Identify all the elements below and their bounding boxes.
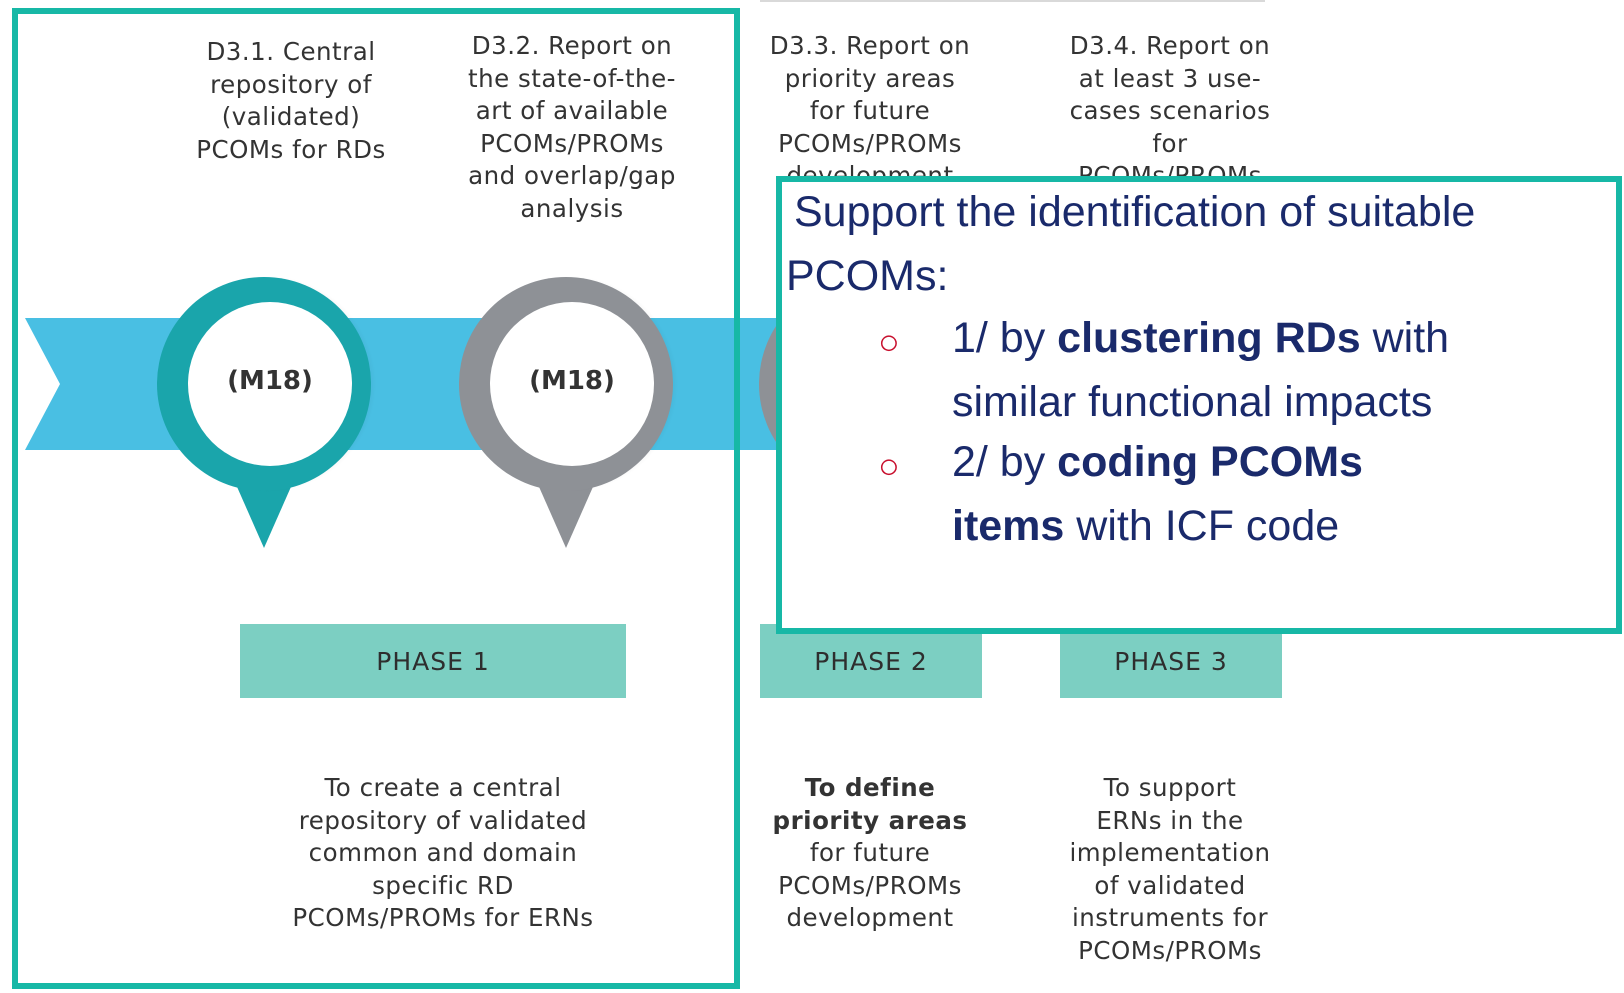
milestone-pin-1 (157, 276, 376, 548)
milestone-pin-2 (459, 276, 678, 548)
callout-item-1-line-1: 1/ by clustering RDs with (952, 314, 1450, 362)
bullet-1-icon: ○ (878, 321, 900, 362)
callout-item-2-line-1: 2/ by coding PCOMs (952, 438, 1363, 486)
phase-3-box: PHASE 3 (1060, 624, 1282, 698)
phase-2-box: PHASE 2 (760, 624, 982, 698)
callout-item-2-line-2: items with ICF code (952, 502, 1340, 550)
callout-item-1-line-2: similar functional impacts (952, 378, 1433, 426)
callout-title-line-1: Support the identification of suitable (794, 188, 1476, 236)
phase-1-box: PHASE 1 (240, 624, 626, 698)
top-divider-line (760, 0, 1265, 2)
bullet-2-icon: ○ (878, 445, 900, 486)
phase-1-highlight-frame (12, 8, 740, 989)
callout-box: Support the identification of suitable P… (776, 176, 1622, 634)
milestone-label-1: (M18) (227, 366, 313, 396)
callout-title-line-2: PCOMs: (786, 252, 949, 300)
milestone-label-2: (M18) (529, 366, 615, 396)
